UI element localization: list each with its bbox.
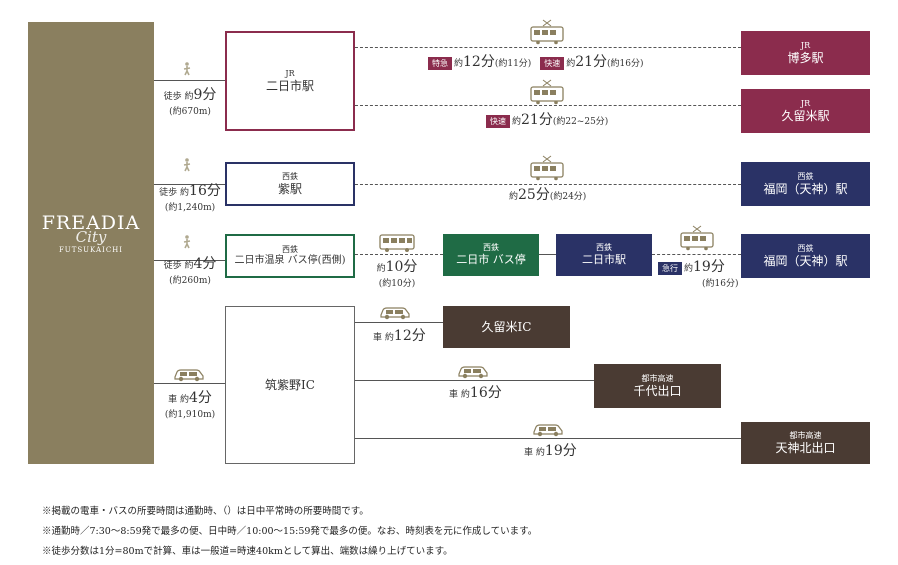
route-kurume-label: 快速約21分(約22~25分) — [486, 109, 608, 129]
dest-fukuoka-tenjin-1: 西鉄 福岡（天神）駅 — [741, 162, 870, 206]
dest-kurume-ic: 久留米IC — [443, 306, 570, 348]
station-onsen-bus: 西鉄 二日市温泉 バス停(西側) — [225, 234, 355, 278]
route-hakata-line — [355, 47, 741, 48]
route-bus-to-station — [539, 254, 556, 255]
station-chikushino-ic: 筑紫野IC — [225, 306, 355, 464]
car-icon — [174, 369, 204, 382]
train-icon — [530, 79, 564, 105]
route-kurume-line — [355, 105, 741, 106]
dest-fukuoka-tenjin-2: 西鉄 福岡（天神）駅 — [741, 234, 870, 278]
route-hakata-label: 特急約12分(約11分) 快速約21分(約16分) — [428, 51, 644, 71]
note-3: ※徒歩分数は1分=80mで計算、車は一般道=時速40kmとして算出、端数は繰り上… — [42, 546, 453, 557]
route-car-tenjin-label: 車 約19分 — [524, 443, 577, 459]
brand-script: City — [75, 228, 107, 246]
route-bus-label: 約10分(約10分) — [376, 259, 418, 289]
car-ic-label: 車 約4分(約1,910m) — [164, 390, 216, 420]
route-bus-line — [355, 254, 443, 255]
car-icon — [533, 424, 563, 437]
train-icon — [680, 225, 714, 251]
walk-onsen-label: 徒歩 約4分(約260m) — [163, 256, 217, 286]
brand-panel: FREADIA City FUTSUKAICHI — [28, 22, 154, 464]
dest-tenjin-kita-exit: 都市高速 天神北出口 — [741, 422, 870, 464]
station-murasaki: 西鉄 紫駅 — [225, 162, 355, 206]
route-car-kurume-label: 車 約12分 — [373, 328, 426, 344]
car-icon — [458, 366, 488, 379]
connector-onsen — [154, 260, 225, 261]
dest-chiyo-exit: 都市高速 千代出口 — [594, 364, 721, 408]
route-car-tenjin-line — [355, 438, 741, 439]
dest-kurume: JR 久留米駅 — [741, 89, 870, 133]
route-car-chiyo-label: 車 約16分 — [449, 385, 502, 401]
note-2: ※通勤時／7:30～8:59発で最多の便、日中時／10:00～15:59発で最多… — [42, 526, 538, 537]
route-futsukaichi-label: 急行約19分(約16分) — [658, 256, 738, 289]
note-1: ※掲載の電車・バスの所要時間は通勤時、（）は日中平常時の所要時間です。 — [42, 506, 369, 517]
bus-icon — [379, 234, 415, 252]
brand-main: FREADIA — [41, 212, 141, 234]
route-murasaki-line — [355, 184, 741, 185]
station-futsukaichi-bus: 西鉄 二日市 バス停 — [443, 234, 539, 276]
route-car-chiyo-line — [355, 380, 594, 381]
connector-murasaki — [154, 184, 225, 185]
walk-icon — [183, 158, 191, 172]
dest-hakata: JR 博多駅 — [741, 31, 870, 75]
car-icon — [380, 307, 410, 320]
connector-ic — [154, 383, 225, 384]
route-futsukaichi-line — [652, 254, 741, 255]
station-jr-futsukaichi: JR 二日市駅 — [225, 31, 355, 131]
train-icon — [530, 155, 564, 181]
walk-jr-label: 徒歩 約9分(約670m) — [163, 87, 217, 117]
station-nishitetsu-futsukaichi: 西鉄 二日市駅 — [556, 234, 652, 276]
walk-icon — [183, 235, 191, 249]
route-car-kurume-line — [355, 322, 443, 323]
train-icon — [530, 19, 564, 45]
walk-icon — [183, 62, 191, 76]
brand-sub: FUTSUKAICHI — [58, 246, 124, 254]
walk-murasaki-label: 徒歩 約16分(約1,240m) — [159, 183, 221, 213]
route-murasaki-label: 約25分(約24分) — [509, 187, 587, 203]
connector-jr — [154, 80, 225, 81]
